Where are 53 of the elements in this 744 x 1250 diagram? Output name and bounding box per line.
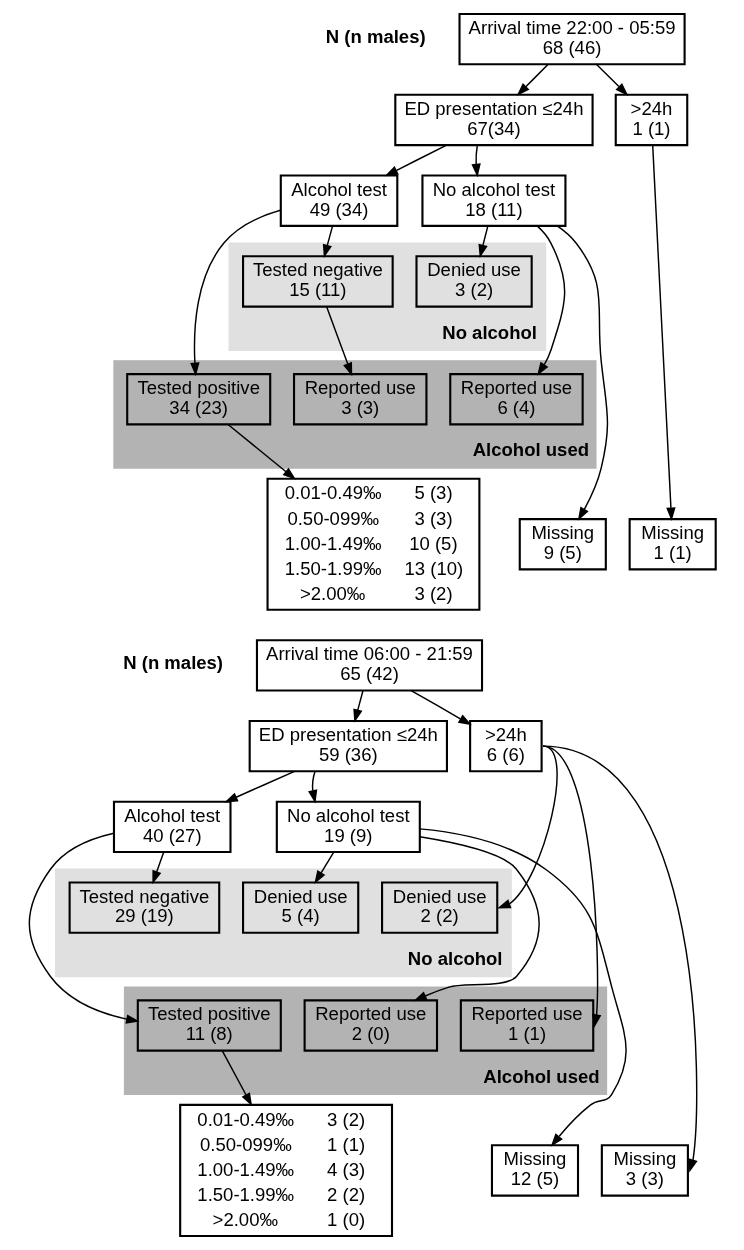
node-box: Denied use 5 (4): [241, 881, 359, 934]
node-box: Reported use 6 (4): [448, 373, 584, 426]
node-box: Missing 9 (5): [518, 518, 607, 571]
arrow: [470, 144, 481, 178]
arrow: [313, 851, 334, 884]
arrow: [651, 144, 676, 521]
node-box: 0.01-0.49‰ 5 (3) 0.50-099‰ 3 (3) 1.00-1.49‰ 10 (5) 1.50-1.99‰ 13 (10) >2.00‰ 3 (2): [266, 477, 480, 611]
node-box: Alcohol test 49 (34): [279, 174, 398, 227]
node-box: Alcohol test 40 (27): [112, 800, 232, 854]
node-box: >24h 1 (1): [614, 93, 688, 147]
arrow: [409, 689, 472, 726]
label: N (n males): [122, 651, 223, 673]
node-box: >24h 6 (6): [468, 719, 543, 773]
arrow: [322, 225, 333, 258]
node-box: Denied use 3 (2): [414, 255, 533, 308]
arrow: [384, 144, 447, 177]
node-box: Missing 1 (1): [628, 518, 717, 571]
node-box: No alcohol test 18 (11): [420, 174, 566, 227]
arrow: [352, 689, 364, 723]
node-box: Arrival time 06:00 - 21:59 65 (42): [255, 639, 483, 692]
node-box: Arrival time 22:00 - 05:59 68 (46): [457, 12, 686, 66]
node-box: 0.01-0.49‰ 3 (2) 0.50-099‰ 1 (1) 1.00-1.49‰ 4 (3) 1.50-1.99‰ 2 (2) >2.00‰ 1 (0): [178, 1103, 393, 1238]
arrow: [516, 63, 549, 96]
node-box: No alcohol test 19 (9): [275, 800, 421, 854]
node-box: ED presentation ≤24h 67(34): [393, 93, 594, 147]
arrow: [223, 770, 295, 803]
node-box: Denied use 2 (2): [380, 881, 498, 934]
arrow: [496, 745, 558, 909]
arrow: [535, 225, 565, 376]
node-box: Tested positive 34 (23): [125, 373, 271, 426]
label: N (n males): [325, 25, 426, 47]
node-box: Missing 12 (5): [490, 1144, 579, 1197]
arrow: [227, 424, 296, 480]
arrow: [477, 225, 489, 258]
arrow: [151, 851, 164, 885]
node-box: Reported use 2 (0): [303, 999, 438, 1052]
arrow: [307, 770, 317, 804]
node-box: Tested positive 11 (8): [136, 999, 282, 1052]
arrow: [595, 63, 628, 96]
node-box: ED presentation ≤24h 59 (36): [248, 719, 448, 773]
arrow: [189, 209, 281, 377]
arrow: [221, 1050, 252, 1107]
node-box: Reported use 3 (3): [292, 373, 427, 426]
node-box: Missing 3 (3): [600, 1144, 689, 1197]
node-box: Tested negative 29 (19): [68, 881, 220, 934]
node-box: Reported use 1 (1): [459, 999, 594, 1052]
arrow: [555, 225, 608, 521]
arrow: [418, 828, 627, 1147]
arrow: [412, 836, 540, 1002]
arrow: [325, 305, 352, 377]
node-box: Tested negative 15 (11): [241, 255, 394, 308]
arrow: [541, 745, 698, 1173]
arrow: [28, 832, 140, 1024]
